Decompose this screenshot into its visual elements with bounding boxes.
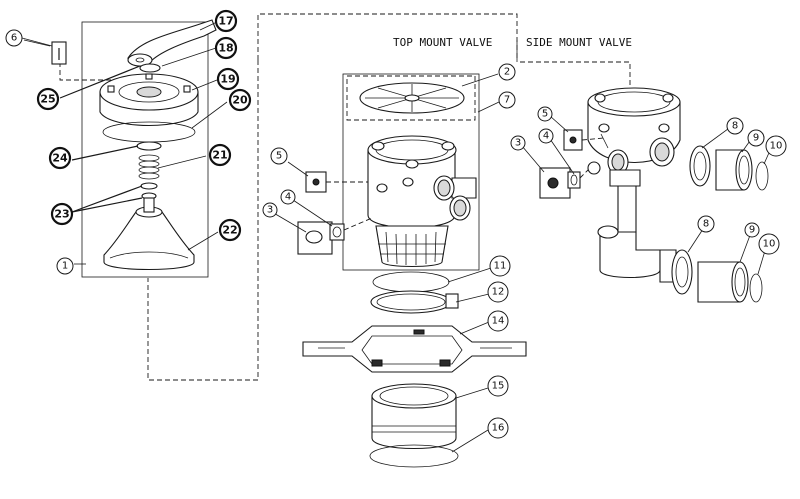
side-mount-valve-body [587,87,681,283]
callout-8-bottom: 8 [697,215,715,233]
handle-part [127,19,217,67]
heading-side-mount-valve: SIDE MOUNT VALVE [526,36,632,49]
callout-3-side: 3 [510,135,526,151]
callout-9-top: 9 [747,129,765,147]
callout-11: 11 [489,255,511,277]
svg-text:4: 4 [543,131,549,142]
svg-text:10: 10 [770,141,783,152]
callout-15: 15 [487,375,509,397]
callout-23: 23 [50,202,74,226]
clamp-part [370,290,459,314]
callout-10-top: 10 [765,135,787,157]
callout-18: 18 [214,36,238,60]
svg-text:4: 4 [285,192,291,203]
valve-cover-part [99,73,199,126]
svg-text:7: 7 [504,95,510,106]
callout-5-top: 5 [270,147,288,165]
svg-text:14: 14 [492,316,505,327]
handle-assembly-box [81,21,209,278]
svg-text:12: 12 [492,287,505,298]
top-mount-valve-body [367,135,477,267]
callout-2: 2 [498,63,516,81]
svg-text:20: 20 [232,94,248,107]
callout-8-top: 8 [726,117,744,135]
washer-part [139,63,161,73]
union-nut-upper [689,145,711,187]
svg-text:5: 5 [276,151,282,162]
tank-adapter-flange-part [302,325,527,373]
svg-text:22: 22 [222,224,237,237]
svg-text:9: 9 [749,225,755,236]
svg-text:10: 10 [763,239,776,250]
callout-9-bottom: 9 [744,222,760,238]
callout-24: 24 [48,146,72,170]
threaded-adapter-part [371,383,457,449]
callout-19: 19 [216,67,240,91]
callout-7: 7 [498,91,516,109]
spider-gasket-part [359,82,465,114]
spider-gasket-box [346,75,476,121]
callout-12: 12 [487,281,509,303]
callout-leader-lines [21,21,773,453]
svg-text:23: 23 [54,208,69,221]
callout-16: 16 [487,417,509,439]
spring-washer-upper [140,182,158,190]
callout-4-top: 4 [280,189,296,205]
union-oring-lower [749,273,763,303]
callout-20: 20 [228,88,252,112]
shaft-oring-part [136,141,162,151]
svg-text:2: 2 [504,67,510,78]
svg-text:16: 16 [492,423,505,434]
body-oring-part [372,271,450,293]
callout-22: 22 [218,218,242,242]
adapter-oring-part [369,444,459,468]
top-mount-valve-box [342,73,480,271]
callout-14: 14 [487,310,509,332]
heading-top-mount-valve: TOP MOUNT VALVE [393,36,492,49]
svg-text:9: 9 [753,133,759,144]
svg-text:25: 25 [40,93,55,106]
svg-text:24: 24 [52,152,68,165]
svg-text:1: 1 [62,261,68,272]
svg-text:6: 6 [11,33,17,44]
spring-part [138,154,160,180]
callout-21: 21 [208,143,232,167]
svg-text:8: 8 [703,219,709,230]
svg-text:3: 3 [515,138,521,149]
svg-text:11: 11 [494,261,507,272]
svg-text:8: 8 [732,121,738,132]
callout-6: 6 [5,29,23,47]
callout-3-top: 3 [262,202,278,218]
union-oring-upper [755,161,769,191]
union-nut-lower [671,249,693,295]
svg-text:18: 18 [218,42,233,55]
union-tailpiece-lower [697,261,749,303]
callout-1: 1 [56,257,74,275]
callout-4-side: 4 [538,128,554,144]
callout-10-bottom: 10 [758,233,780,255]
svg-text:3: 3 [267,205,273,216]
callout-25: 25 [36,87,60,111]
diverter-part [103,197,195,270]
svg-text:17: 17 [218,15,233,28]
svg-text:5: 5 [542,109,548,120]
svg-text:19: 19 [220,73,235,86]
callout-17: 17 [214,9,238,33]
svg-text:15: 15 [492,381,505,392]
svg-text:21: 21 [212,149,227,162]
union-tailpiece-upper [715,149,753,191]
callout-5-side: 5 [537,106,553,122]
